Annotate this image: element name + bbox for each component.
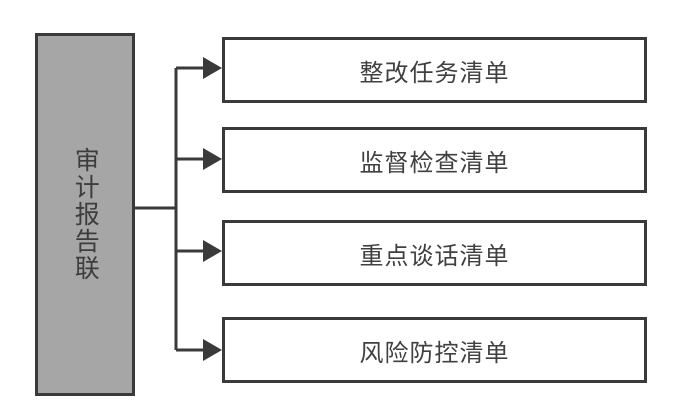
arrowhead-icon-4	[203, 339, 222, 361]
target-node-3[interactable]: 重点谈话清单	[222, 220, 647, 286]
target-node-4[interactable]: 风险防控清单	[222, 317, 647, 383]
arrowhead-icon-1	[203, 57, 222, 79]
source-node-label: 审计报告联	[71, 147, 100, 282]
target-node-2[interactable]: 监督检查清单	[222, 127, 647, 193]
target-node-1[interactable]: 整改任务清单	[222, 37, 647, 103]
target-node-label-2: 监督检查清单	[359, 149, 510, 177]
target-node-label-3: 重点谈话清单	[359, 242, 510, 270]
arrowhead-icon-2	[203, 148, 222, 170]
source-node-audit-report[interactable]: 审计报告联	[35, 33, 135, 396]
target-node-label-1: 整改任务清单	[359, 59, 510, 87]
arrowhead-icon-3	[203, 240, 222, 262]
target-node-label-4: 风险防控清单	[359, 339, 510, 367]
